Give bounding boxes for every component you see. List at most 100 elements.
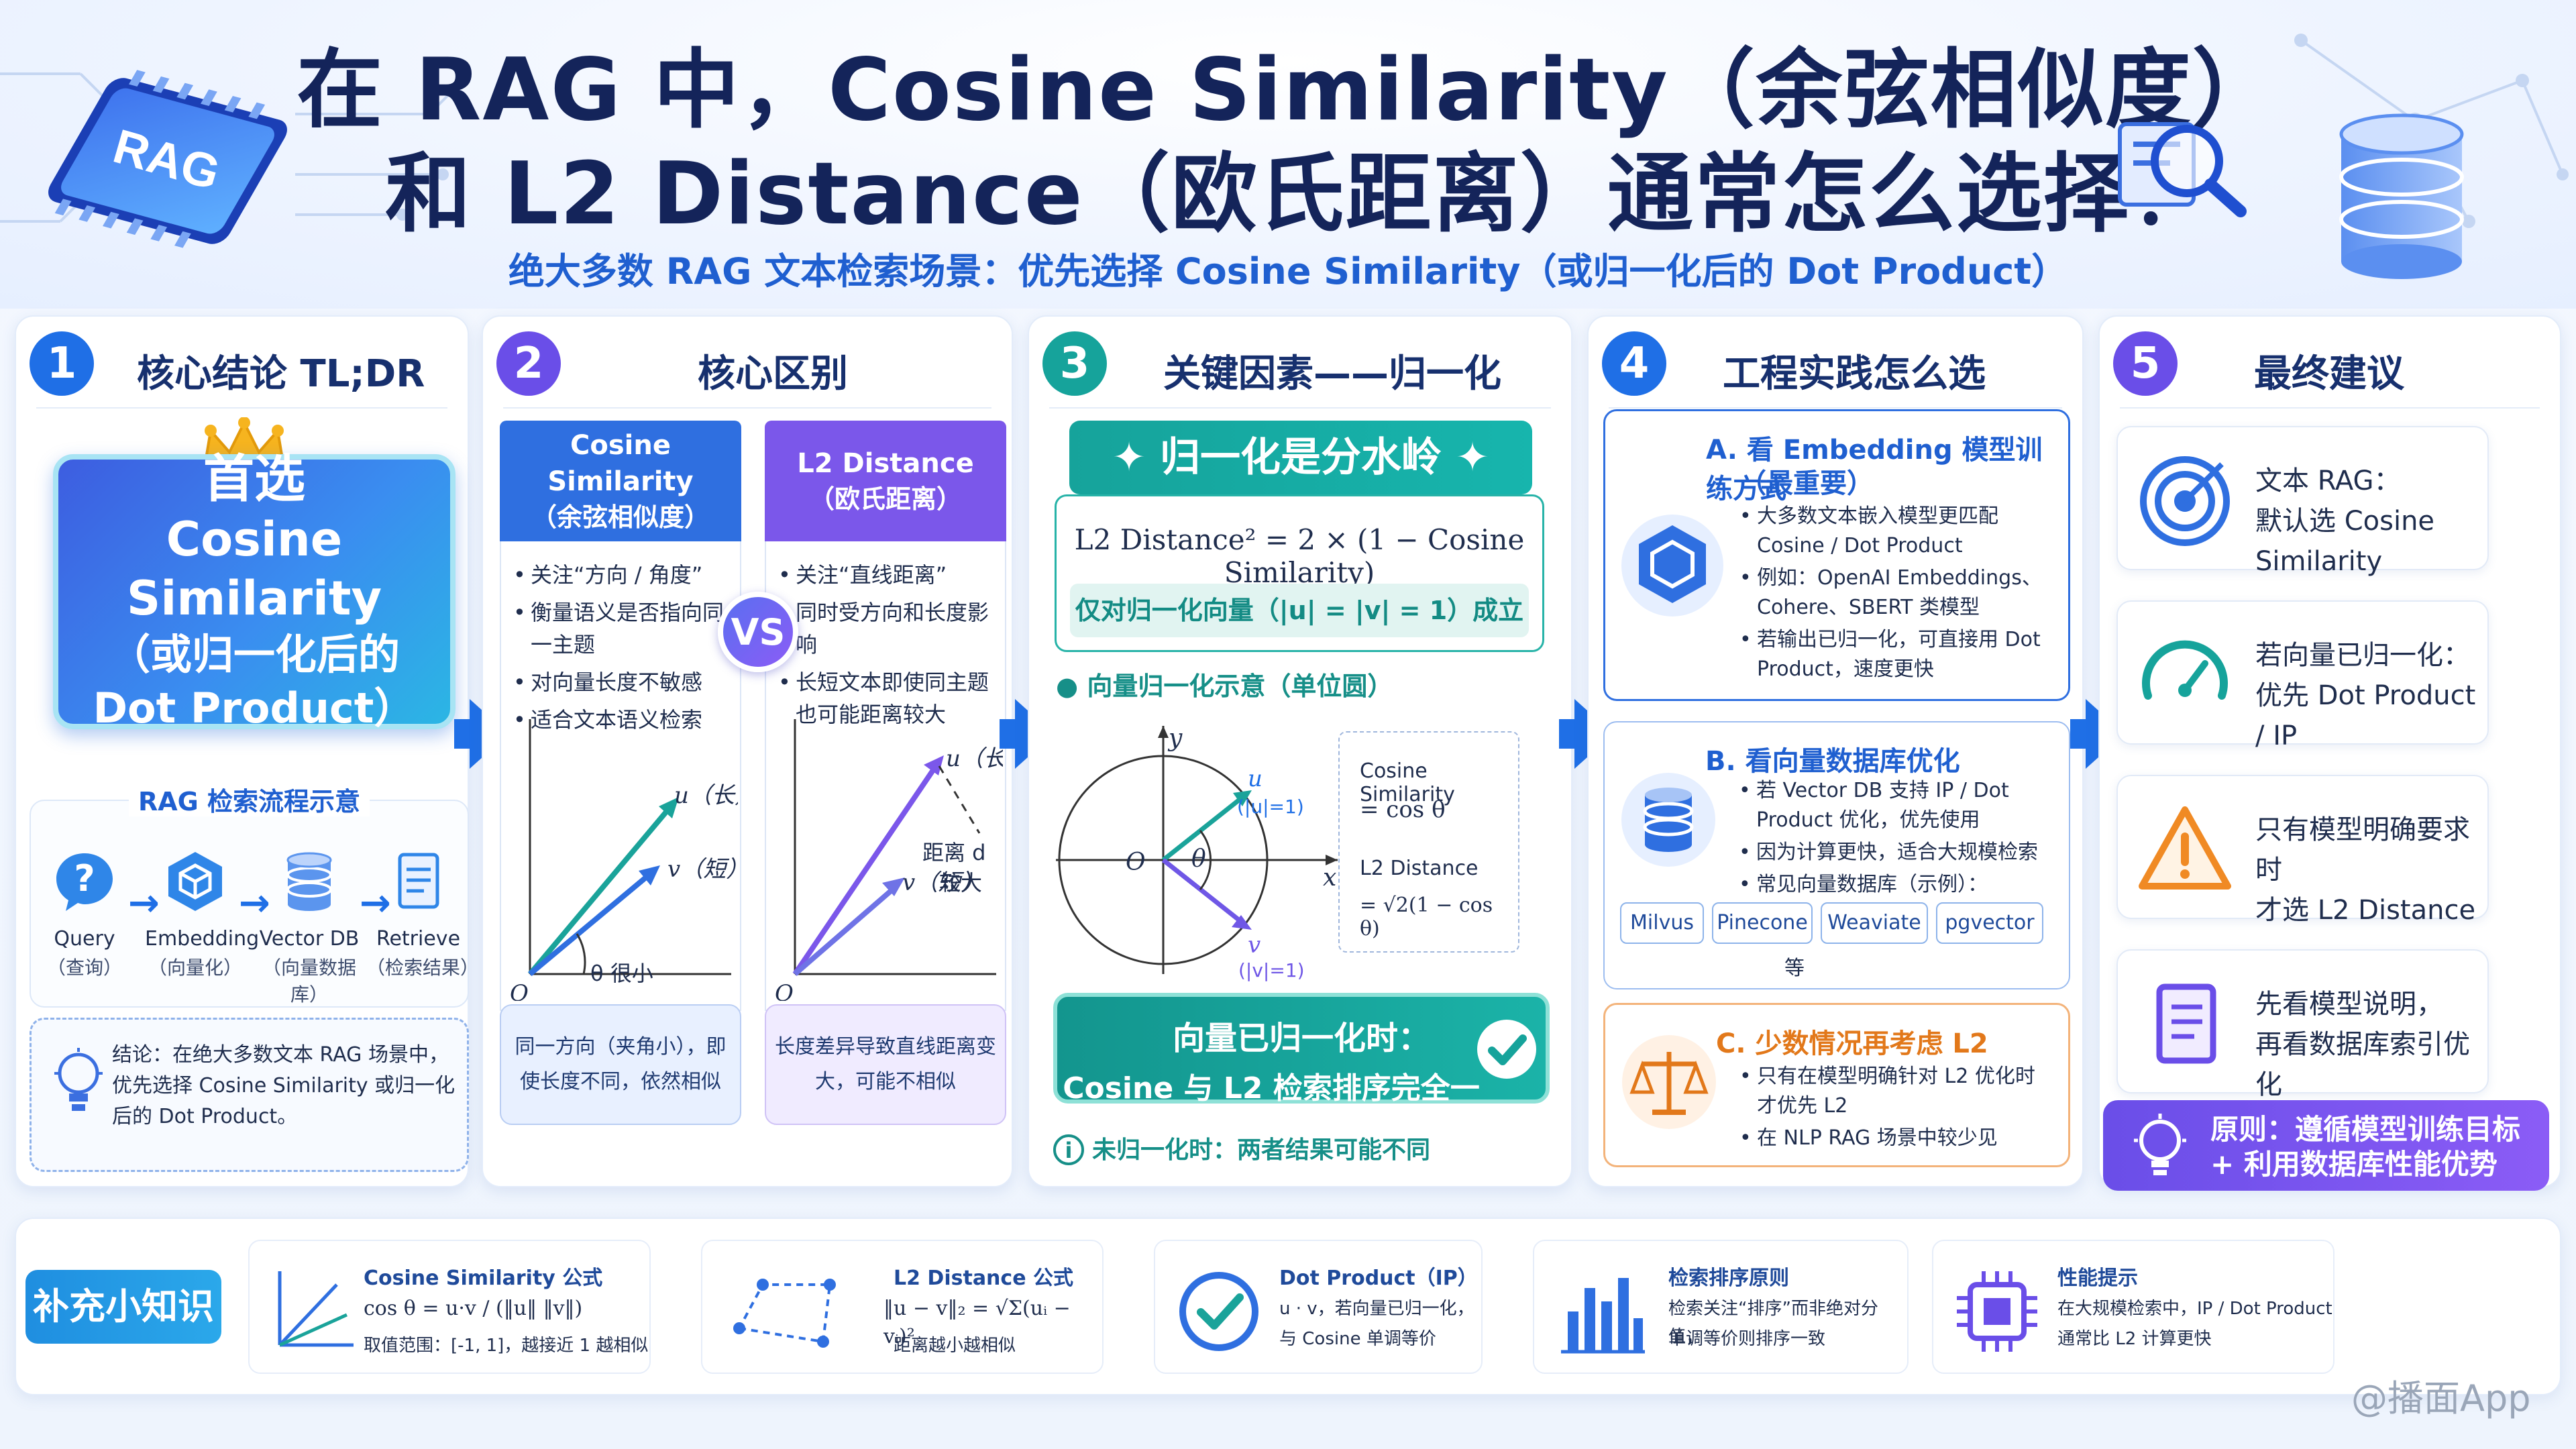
vector-v-label: v — [1248, 932, 1260, 959]
tip-description: 在大规模检索中，IP / Dot Product — [2057, 1299, 2332, 1319]
normalization-formula-box: L2 Distance² = 2 × (1 − Cosine Similarit… — [1055, 494, 1544, 652]
tips-badge: 补充小知识 — [25, 1270, 221, 1344]
section-5-number: 5 — [2113, 331, 2178, 396]
divider — [2120, 407, 2540, 409]
list-item: 对向量长度不敏感 — [513, 666, 732, 698]
recommendation-line2: 再看数据库索引优化 — [2255, 1029, 2470, 1100]
vector-u-label: u — [1248, 765, 1263, 792]
list-item: 常见向量数据库（示例）： — [1739, 870, 2061, 900]
list-item: 同时受方向和长度影响 — [778, 596, 997, 661]
practice-b-title: B. 看向量数据库优化 — [1705, 746, 1960, 777]
flow-label: Vector DB — [259, 927, 360, 951]
flow-item-embedding: Embedding （向量化） — [145, 848, 260, 980]
flow-arrow-connector — [2070, 719, 2086, 749]
vector-u-norm: (|u|=1) — [1237, 796, 1304, 818]
section-1-number: 1 — [30, 331, 94, 396]
tip-title: 性能提示 — [2057, 1267, 2138, 1290]
flow-item-retrieve: Retrieve （检索结果） — [366, 848, 480, 980]
warning-icon — [2139, 806, 2231, 890]
tip-description-2: 单调等价则排序一致 — [1668, 1329, 1826, 1349]
tip-title: Cosine Similarity 公式 — [364, 1267, 603, 1290]
list-item: 例如：OpenAI Embeddings、Cohere、SBERT 类模型 — [1739, 564, 2055, 623]
hero-recommendation: 首选 Cosine Similarity （或归一化后的 Dot Product… — [53, 449, 455, 733]
list-item: 适合文本语义检索 — [513, 704, 732, 736]
flow-arrow-icon: → — [239, 881, 270, 925]
flow-label: Embedding — [145, 927, 260, 951]
flow-sublabel: （检索结果） — [366, 957, 480, 979]
flow-sublabel: （查询） — [46, 957, 122, 979]
cos-label: Cosine Similarity — [1360, 759, 1455, 806]
flow-label: Query — [54, 927, 115, 951]
similarity-formula-box: Cosine Similarity = cos θ L2 Distance = … — [1338, 731, 1519, 953]
list-item: 长短文本即使同主题也可能距离较大 — [778, 666, 997, 731]
l2-header-line1: L2 Distance — [797, 448, 974, 479]
angle-label: θ 很小 — [590, 961, 653, 986]
section-1-title: 核心结论 TL;DR — [137, 352, 425, 396]
list-item: 关注“方向 / 角度” — [513, 559, 732, 591]
flow-label: Retrieve — [376, 927, 461, 951]
axis-x-label: x — [1323, 864, 1336, 892]
page-title-line2: 和 L2 Distance（欧氏距离）通常怎么选择？ — [385, 144, 2218, 244]
section-2-number: 2 — [496, 331, 561, 396]
hero-line3: （或归一化后的 — [108, 630, 400, 679]
sparkle-icon: ✦ — [1112, 434, 1160, 481]
vector-v-label: v（短） — [902, 869, 983, 896]
section-2-card: 2 核心区别 Cosine Similarity （余弦相似度） 关注“方向 /… — [482, 315, 1013, 1187]
normalization-condition: 仅对归一化向量（|u| = |v| = 1）成立 — [1070, 584, 1529, 637]
list-item: 关注“直线距离” — [778, 559, 997, 591]
page-subtitle: 绝大多数 RAG 文本检索场景：优先选择 Cosine Similarity（或… — [508, 250, 2068, 292]
l2-column: 关注“直线距离” 同时受方向和长度影响 长短文本即使同主题也可能距离较大 — [765, 541, 1006, 1011]
recommendation-line1: 若向量已归一化： — [2255, 640, 2470, 671]
cosine-vector-diagram: u（长） v（短） θ 很小 O — [510, 719, 738, 1001]
l2-caption: 长度差异导致直线距离变大，可能不相似 — [765, 1004, 1006, 1125]
tip-ranking: 检索排序原则 检索关注“排序”而非绝对分值， 单调等价则排序一致 — [1533, 1240, 1909, 1374]
rag-chip-logo: RAG — [48, 70, 287, 248]
flow-arrow-icon: → — [128, 881, 160, 925]
vector-v-label: v（短） — [667, 856, 738, 883]
section-1-card: 1 核心结论 TL;DR 首选 Cosine Similarity （或归一化后… — [15, 315, 480, 1187]
flow-arrow-icon: → — [360, 881, 391, 925]
recommendation-line2: 默认选 Cosine Similarity — [2255, 506, 2435, 577]
list-item: 大多数文本嵌入模型更匹配 Cosine / Dot Product — [1739, 502, 2055, 561]
balance-scale-icon — [1622, 1035, 1716, 1129]
recommendation-line2: 优先 Dot Product / IP — [2255, 680, 2476, 751]
cube-icon — [168, 852, 222, 911]
info-icon: i — [1053, 1134, 1084, 1165]
divider — [503, 407, 991, 409]
cosine-column-header: Cosine Similarity （余弦相似度） — [500, 421, 741, 541]
database-icon — [1621, 773, 1715, 867]
practice-a-box: A. 看 Embedding 模型训练方式 （最重要） 大多数文本嵌入模型更匹配… — [1603, 409, 2070, 701]
recommendation-line1: 先看模型说明， — [2255, 989, 2443, 1020]
principle-banner: 原则：遵循模型训练目标 + 利用数据库性能优势 — [2103, 1100, 2549, 1191]
section-4-number: 4 — [1602, 331, 1666, 396]
tip-cosine-formula: Cosine Similarity 公式 cos θ = u·v / (‖u‖ … — [248, 1240, 651, 1374]
search-document-icon — [2118, 122, 2247, 217]
l2-equation: = √2(1 − cos θ) — [1360, 894, 1493, 941]
recommendation-2: 若向量已归一化： 优先 Dot Product / IP — [2116, 600, 2489, 751]
flow-sublabel: （向量化） — [148, 957, 242, 979]
vector-axes-icon — [278, 1271, 354, 1347]
unit-circle-diagram: O y x θ u (|u|=1) v (|v|=1) — [1056, 724, 1338, 981]
svg-text:?: ? — [74, 857, 95, 900]
recommendation-line2: 才选 L2 Distance — [2255, 895, 2476, 926]
watermark: @播面App — [2351, 1377, 2531, 1419]
database-icon — [286, 852, 332, 911]
cos-equation: = cos θ — [1360, 796, 1446, 823]
section-5-title: 最终建议 — [2254, 352, 2404, 396]
practice-c-bullets: 只有在模型明确针对 L2 优化时才优先 L2 在 NLP RAG 场景中较少见 — [1739, 1062, 2055, 1156]
normalization-formula: L2 Distance² = 2 × (1 − Cosine Similarit… — [1074, 523, 1525, 589]
lightbulb-icon — [54, 1048, 103, 1111]
practice-b-box: B. 看向量数据库优化 若 Vector DB 支持 IP / Dot Prod… — [1603, 721, 2070, 989]
section-3-title: 关键因素——归一化 — [1163, 352, 1501, 396]
flow-sublabel: （向量数据库） — [262, 957, 356, 1006]
section-4-title: 工程实践怎么选 — [1723, 352, 1986, 396]
tip-description: u · v，若向量已归一化， — [1279, 1299, 1474, 1319]
practice-a-title-2: （最重要） — [1739, 468, 1874, 499]
tip-description: 取值范围：[-1, 1]，越接近 1 越相似 — [364, 1336, 649, 1356]
practice-c-title: C. 少数情况再考虑 L2 — [1716, 1028, 1988, 1059]
recommendation-4: 先看模型说明， 再看数据库索引优化 — [2116, 949, 2489, 1100]
distance-label: 距离 d — [922, 840, 986, 865]
normalization-banner: ✦ 归一化是分水岭 ✦ — [1069, 421, 1532, 494]
hero-line2: Cosine Similarity — [126, 512, 382, 626]
distance-label-2: 较大 — [939, 870, 982, 896]
